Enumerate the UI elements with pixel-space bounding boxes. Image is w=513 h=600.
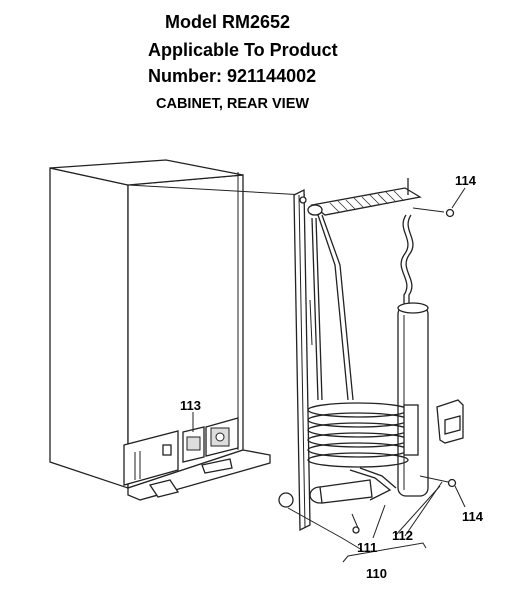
cooling-unit [278, 178, 429, 508]
leader-lines [192, 187, 466, 563]
cabinet [49, 159, 271, 501]
callout-110: 110 [366, 566, 387, 581]
mounting-rail [293, 188, 311, 532]
callout-114-bottom: 114 [462, 509, 484, 524]
heat-shield-bracket [436, 399, 464, 444]
callout-114-top: 114 [455, 173, 477, 188]
model-title: Model RM2652 [165, 12, 291, 32]
view-caption: CABINET, REAR VIEW [156, 96, 310, 112]
screw-114-top [412, 207, 455, 218]
callout-111: 111 [357, 540, 377, 555]
product-number: Number: 921144002 [148, 66, 317, 86]
screw-111 [351, 513, 360, 534]
applicable-line: Applicable To Product [148, 40, 338, 60]
callout-112: 112 [392, 528, 413, 543]
coil [307, 402, 409, 468]
screw-114-bottom [419, 475, 457, 488]
callout-113: 113 [180, 398, 201, 413]
